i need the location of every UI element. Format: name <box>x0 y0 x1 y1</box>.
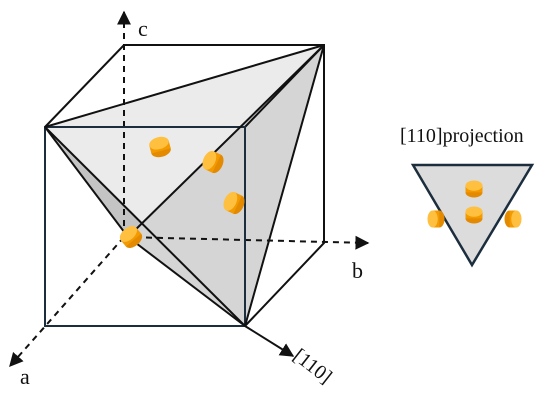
tetra-edge-3 <box>244 44 325 327</box>
axis-b-label: b <box>352 258 363 283</box>
axis-a-line <box>9 236 125 368</box>
projection-atom-left <box>427 210 445 228</box>
direction-110-arrow <box>244 325 295 357</box>
projection-atom-center <box>465 206 483 224</box>
tetra-face-right <box>128 45 324 326</box>
tetra-edge-6 <box>127 236 246 327</box>
projection-title: [110]projection <box>400 125 524 147</box>
projection-atom-top <box>465 180 483 198</box>
projection-panel: [110]projection <box>400 125 535 268</box>
axis-c-label: c <box>138 16 148 41</box>
tetrahedron-edges <box>44 44 325 327</box>
tetra-face-top <box>45 45 324 237</box>
axis-a-label: a <box>20 364 30 389</box>
direction-110-label: [110] <box>289 345 336 389</box>
tetra-edge-2 <box>44 126 246 327</box>
projection-atom-right <box>504 210 522 228</box>
cube-front-face <box>44 126 246 327</box>
tetra-edge-1 <box>44 44 325 128</box>
tetra-edge-5 <box>127 44 325 238</box>
tetra-edge-4 <box>44 126 129 238</box>
